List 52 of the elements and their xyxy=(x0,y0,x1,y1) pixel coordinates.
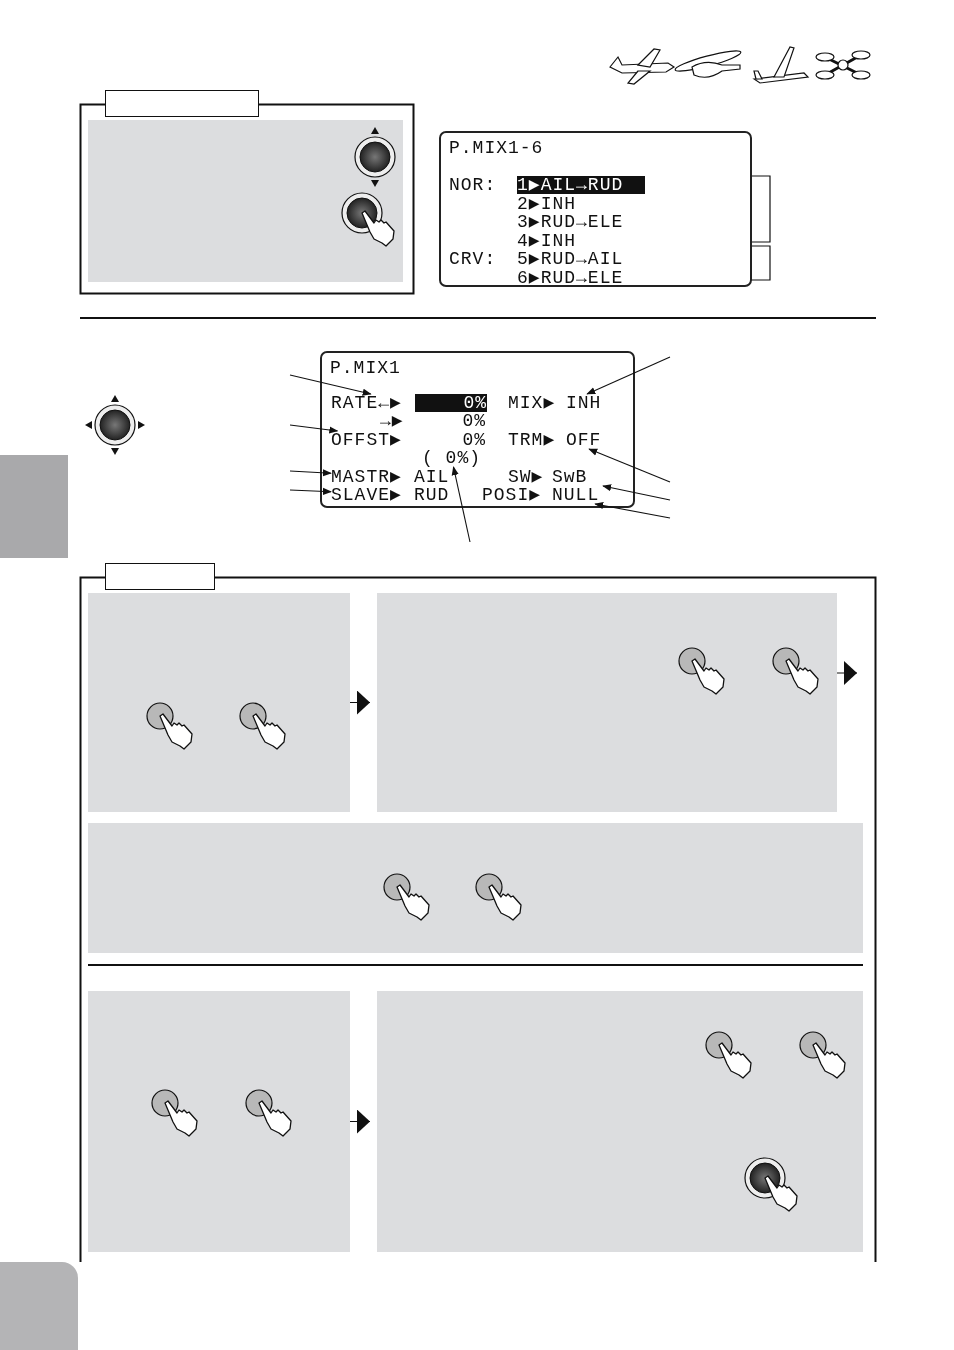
lcd-value: 0% xyxy=(461,412,486,430)
instruction-panel xyxy=(377,593,837,812)
lcd-value: INH xyxy=(566,394,603,412)
lcd-text: 5▶RUD→AIL xyxy=(517,250,624,268)
lcd-text: 6▶RUD→ELE xyxy=(517,269,624,287)
leader-line xyxy=(289,424,339,434)
lcd-value: SwB xyxy=(552,468,589,486)
chevron-arrow xyxy=(836,661,858,685)
lcd-screen xyxy=(320,351,635,508)
lcd-label: SW▶ xyxy=(508,468,544,486)
lcd-label: RATE←▶ xyxy=(331,394,402,412)
lcd-text: CRV: xyxy=(449,250,497,268)
lcd-text: 3▶RUD→ELE xyxy=(517,213,624,231)
leader-line xyxy=(289,487,332,496)
lcd-label: POSI▶ xyxy=(482,486,542,504)
lcd-label: SLAVE▶ xyxy=(331,486,402,504)
side-tab xyxy=(0,455,68,558)
lcd-value: RUD xyxy=(414,486,451,504)
lcd-label: MIX▶ xyxy=(508,394,556,412)
leader-line xyxy=(586,356,671,395)
lcd-value: 0% xyxy=(415,394,487,412)
instruction-panel xyxy=(377,991,863,1252)
leader-line xyxy=(588,448,671,483)
lcd-setting xyxy=(331,394,487,412)
lcd-value: OFF xyxy=(566,431,603,449)
page-number-tab xyxy=(0,1262,78,1350)
chevron-arrow xyxy=(349,690,371,715)
leader-line xyxy=(602,484,671,501)
lcd-value: NULL xyxy=(552,486,601,504)
instruction-panel xyxy=(88,991,350,1252)
lcd-label: →▶ xyxy=(380,412,404,430)
chevron-arrow xyxy=(349,1109,371,1134)
lcd-value: ( 0%) xyxy=(422,449,481,467)
lcd-text: 4▶INH xyxy=(517,232,577,250)
lcd-value: AIL xyxy=(414,468,451,486)
section-tab xyxy=(105,90,259,117)
screen-title: P.MIX1 xyxy=(330,359,401,377)
instruction-panel xyxy=(88,593,350,812)
section-tab xyxy=(105,563,215,590)
lcd-text: 1▶AIL→RUD xyxy=(517,176,646,194)
lcd-label: OFFST▶ xyxy=(331,431,402,449)
lcd-value: 0% xyxy=(461,431,486,449)
lcd-label: MASTR▶ xyxy=(331,468,402,486)
screen-title: P.MIX1-6 xyxy=(449,139,544,157)
lcd-label: TRM▶ xyxy=(508,431,556,449)
lcd-text: 2▶INH xyxy=(517,195,577,213)
lcd-screen xyxy=(439,131,752,287)
leader-line xyxy=(594,501,671,519)
leader-line xyxy=(289,374,372,396)
leader-line xyxy=(451,466,471,543)
lcd-text: NOR: xyxy=(449,176,497,194)
leader-line xyxy=(289,469,332,477)
